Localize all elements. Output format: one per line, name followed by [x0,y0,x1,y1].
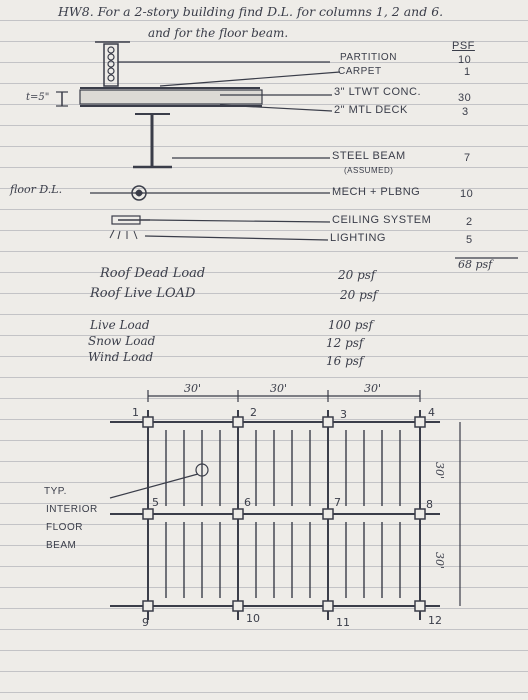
total-dead-load: 68 psf [458,258,493,271]
column-id-12: 12 [428,614,442,627]
load-value-wind: 16 psf [326,354,364,368]
column-id-2: 2 [250,406,257,419]
layer-label-carpet: CARPET [338,66,382,77]
layer-value-carpet: 1 [464,66,471,78]
load-value-snow: 12 psf [326,336,364,350]
load-label-live: Live Load [90,318,150,332]
column-id-6: 6 [244,496,251,509]
layer-label-concrete: 3" LTWT CONC. [334,86,422,98]
layer-value-steel-beam: 7 [464,152,471,164]
layer-label-steel-beam: STEEL BEAM [332,150,406,162]
title-line-2: and for the floor beam. [148,26,289,40]
column-id-5: 5 [152,496,159,509]
column-id-4: 4 [428,406,435,419]
layer-value-partition: 10 [458,54,472,66]
column-id-7: 7 [334,496,341,509]
thickness-label: t=5" [26,92,50,103]
layer-label-assumed: (ASSUMED) [344,166,394,175]
layer-label-mech: MECH + PLBNG [332,186,421,198]
layer-label-lighting: LIGHTING [330,232,386,244]
span-y-2: 30' [433,552,446,570]
layer-value-ceiling: 2 [466,216,473,228]
load-value-live: 100 psf [328,318,373,332]
layer-value-deck: 3 [462,106,469,118]
load-value-roof-dead: 20 psf [338,268,376,282]
load-label-wind: Wind Load [88,350,154,364]
load-label-roof-dead: Roof Dead Load [100,266,206,281]
column-id-9: 9 [142,616,149,629]
column-id-10: 10 [246,612,260,625]
layer-value-concrete: 30 [458,92,472,104]
column-id-8: 8 [426,498,433,511]
title-line-1: HW8. For a 2-story building find D.L. fo… [58,4,444,19]
column-id-11: 11 [336,616,350,629]
layer-label-deck: 2" MTL DECK [334,104,408,116]
load-label-snow: Snow Load [88,334,156,348]
span-x-2: 30' [270,382,288,395]
column-id-1: 1 [132,406,139,419]
layer-label-partition: PARTITION [340,52,397,63]
span-y-1: 30' [433,462,446,480]
layer-value-lighting: 5 [466,234,473,246]
load-value-roof-live: 20 psf [340,288,378,302]
span-x-3: 30' [364,382,382,395]
beam-note-line-3: FLOOR [46,522,83,533]
layer-value-mech: 10 [460,188,474,200]
beam-note-line-2: INTERIOR [46,504,98,515]
psf-header: PSF [452,40,475,52]
beam-note-line-4: BEAM [46,540,77,551]
span-x-1: 30' [184,382,202,395]
layer-label-ceiling: CEILING SYSTEM [332,214,432,226]
beam-note-line-1: TYP. [44,486,67,497]
floor-dl-label: floor D.L. [10,183,63,196]
column-id-3: 3 [340,408,347,421]
load-label-roof-live: Roof Live LOAD [90,286,196,301]
